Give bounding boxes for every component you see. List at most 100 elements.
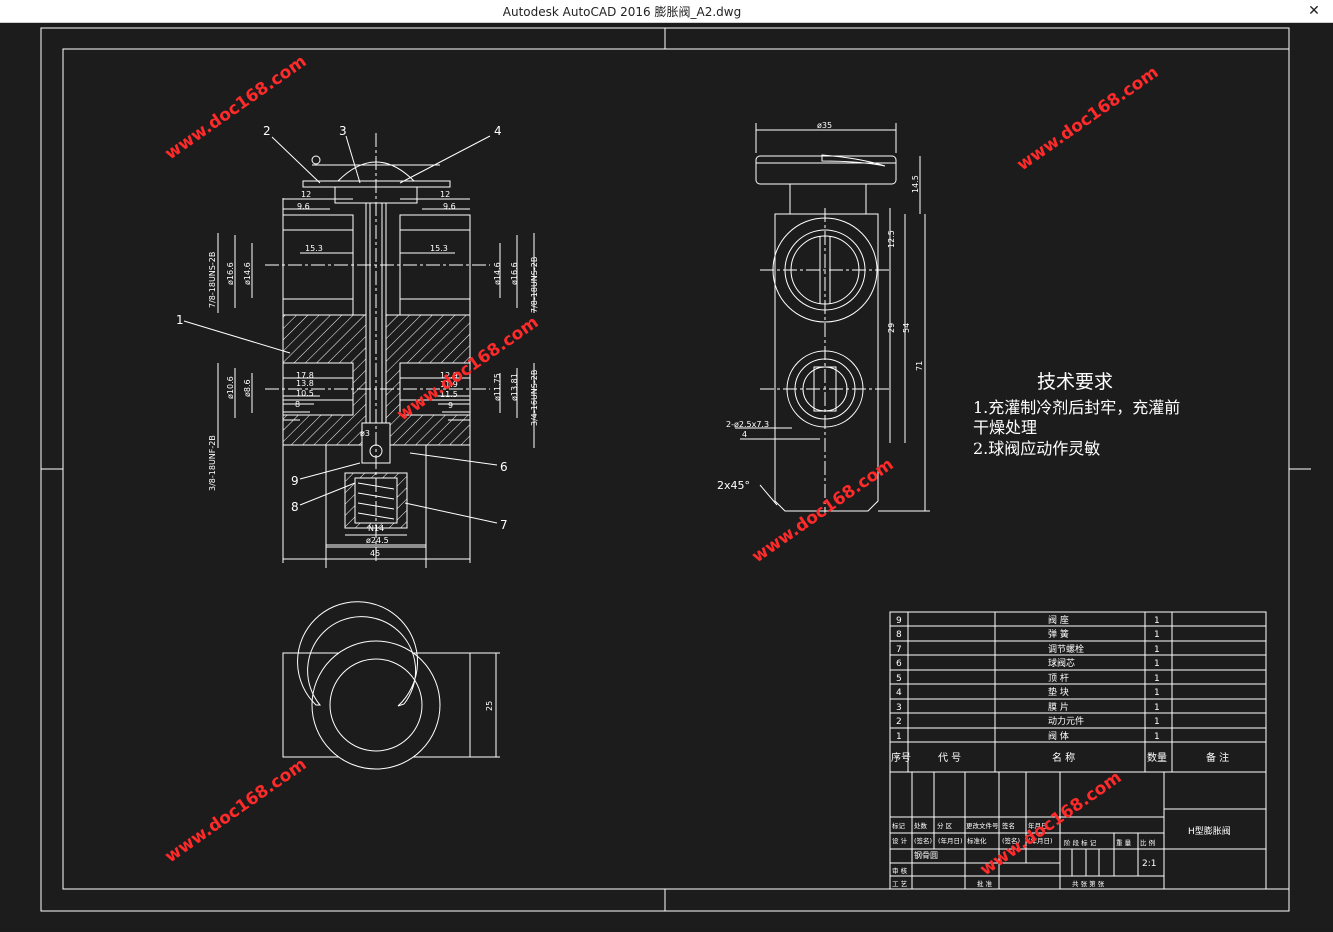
dim-thread-4: 3/8-18UNF-2B xyxy=(208,435,217,491)
top-view xyxy=(282,601,500,770)
tb-stage: 阶 段 标 记 xyxy=(1064,838,1097,847)
watermark-text: www.doc168.com xyxy=(161,51,310,164)
bom-qty: 1 xyxy=(1154,630,1160,640)
bom-name: 球阀芯 xyxy=(1048,657,1075,669)
front-view-labels: 1 2 3 4 6 7 8 9 12 9.6 15.3 12 9.6 15.3 … xyxy=(176,124,539,558)
tb-drawing-name: H型膨胀阀 xyxy=(1188,825,1231,837)
bom-qty: 1 xyxy=(1154,732,1160,742)
bom-qty: 1 xyxy=(1154,703,1160,713)
tb-design-date: (年月日) xyxy=(938,836,963,845)
callout-7: 7 xyxy=(500,518,508,532)
side-view xyxy=(735,123,930,513)
dim-12-left: 12 xyxy=(301,190,311,199)
dim-phi35: ø35 xyxy=(817,121,832,130)
bom-no: 4 xyxy=(896,688,902,698)
dim-138: 13.8 xyxy=(296,379,314,388)
tb-std-sign: (签名) xyxy=(1002,836,1020,845)
dim-29: 29 xyxy=(887,323,896,333)
bom-name: 弹 簧 xyxy=(1048,628,1069,640)
front-section-view xyxy=(183,133,535,568)
bom-qty: 1 xyxy=(1154,659,1160,669)
dim-153-right: 15.3 xyxy=(430,244,448,253)
dim-hole: 2-ø2.5x7.3 xyxy=(726,420,769,429)
bom-name: 顶 杆 xyxy=(1048,672,1069,684)
dim-146-right: ø14.6 xyxy=(493,262,502,285)
callout-3: 3 xyxy=(339,124,347,138)
drawing-canvas[interactable]: 1 2 3 4 6 7 8 9 12 9.6 15.3 12 9.6 15.3 … xyxy=(0,23,1333,928)
bom-qty: 1 xyxy=(1154,688,1160,698)
bom-header-qty: 数量 xyxy=(1147,751,1167,764)
dim-105: 10.5 xyxy=(296,389,314,398)
drawing-svg: 1 2 3 4 6 7 8 9 12 9.6 15.3 12 9.6 15.3 … xyxy=(40,27,1311,912)
dim-54: 54 xyxy=(902,323,911,333)
bom-header-no: 序号 xyxy=(891,751,911,764)
dim-176: 17.8 xyxy=(296,371,314,380)
bom-qty: 1 xyxy=(1154,674,1160,684)
tb-scale: 比 例 xyxy=(1140,838,1155,847)
dim-106: ø10.6 xyxy=(226,376,235,399)
title-block-labels: 标记 处数 分 区 更改文件号 签名 年月日 设 计 (签名) (年月日) 标准… xyxy=(892,821,1231,888)
bom-header-name: 名 称 xyxy=(1052,751,1075,764)
dim-phi3: ø3 xyxy=(360,429,370,438)
tb-standard: 标准化 xyxy=(967,836,987,845)
dim-245: ø24.5 xyxy=(366,536,389,545)
window-titlebar: Autodesk AutoCAD 2016 膨胀阀_A2.dwg ✕ xyxy=(0,0,1333,23)
tb-review: 审 核 xyxy=(892,866,908,875)
tb-count: 处数 xyxy=(914,821,928,830)
tb-change-doc: 更改文件号 xyxy=(966,821,999,830)
dim-1381: ø13.81 xyxy=(510,373,519,401)
dim-125: 12.5 xyxy=(887,230,896,248)
tech-requirements: 技术要求 1.充灌制冷剂后封牢，充灌前 干燥处理 2.球阀应动作灵敏 xyxy=(973,371,1180,458)
bom-name: 调节螺栓 xyxy=(1048,643,1084,655)
tb-zone: 分 区 xyxy=(937,821,953,830)
bom-qty: 1 xyxy=(1154,645,1160,655)
callout-9: 9 xyxy=(291,474,299,488)
tech-line-2: 干燥处理 xyxy=(973,418,1037,437)
dim-8: 8 xyxy=(295,400,300,409)
dim-1175: ø11.75 xyxy=(493,373,502,401)
bom-no: 2 xyxy=(896,717,902,727)
callout-2: 2 xyxy=(263,124,271,138)
bom-no: 8 xyxy=(896,630,902,640)
tb-approve: 批 准 xyxy=(977,879,993,888)
tech-heading: 技术要求 xyxy=(1037,371,1113,393)
dim-146-left: ø14.6 xyxy=(243,262,252,285)
bom-no: 6 xyxy=(896,659,902,669)
dim-86: ø8.6 xyxy=(243,379,252,397)
dim-n14: N14 xyxy=(368,524,384,533)
dim-129: 12.9 xyxy=(440,371,458,380)
dim-9: 9 xyxy=(448,401,453,410)
bom-no: 5 xyxy=(896,674,902,684)
dim-119: 11.9 xyxy=(440,380,458,389)
bom-no: 7 xyxy=(896,645,902,655)
bom-no: 1 xyxy=(896,732,902,742)
tb-weight: 重 量 xyxy=(1116,839,1132,847)
tb-mark: 标记 xyxy=(892,821,906,830)
bom-name: 垫 块 xyxy=(1048,686,1069,698)
dim-166-left: ø16.6 xyxy=(226,262,235,285)
close-icon[interactable]: ✕ xyxy=(1308,3,1320,19)
dim-thread-2: 7/8-18UNS-2B xyxy=(530,257,539,313)
bom-name: 膜 片 xyxy=(1048,701,1069,713)
dim-thread-3: 3/4-16UNS-2B xyxy=(530,370,539,426)
dim-71: 71 xyxy=(915,361,924,371)
bom-name: 阀 座 xyxy=(1048,614,1069,626)
dim-115: 11.5 xyxy=(440,390,458,399)
side-view-labels: ø35 14.5 12.5 29 54 71 2-ø2.5x7.3 4 2x45… xyxy=(717,121,924,492)
dim-96-left: 9.6 xyxy=(297,202,310,211)
dim-96-right: 9.6 xyxy=(443,202,456,211)
tech-line-1: 1.充灌制冷剂后封牢，充灌前 xyxy=(973,398,1180,417)
tb-date: 年月日 xyxy=(1028,821,1048,830)
bom-header-code: 代 号 xyxy=(938,752,961,764)
dim-145: 14.5 xyxy=(911,175,920,193)
bom-header-note: 备 注 xyxy=(1206,751,1229,764)
bom-qty: 1 xyxy=(1154,717,1160,727)
bom-table xyxy=(889,611,1267,890)
dim-166-right: ø16.6 xyxy=(510,262,519,285)
tb-designer: 钢骨圆 xyxy=(914,850,938,860)
window-title: Autodesk AutoCAD 2016 膨胀阀_A2.dwg xyxy=(502,5,742,19)
bom-qty: 1 xyxy=(1154,616,1160,626)
callout-1: 1 xyxy=(176,313,184,327)
dim-chamfer: 2x45° xyxy=(717,479,750,492)
